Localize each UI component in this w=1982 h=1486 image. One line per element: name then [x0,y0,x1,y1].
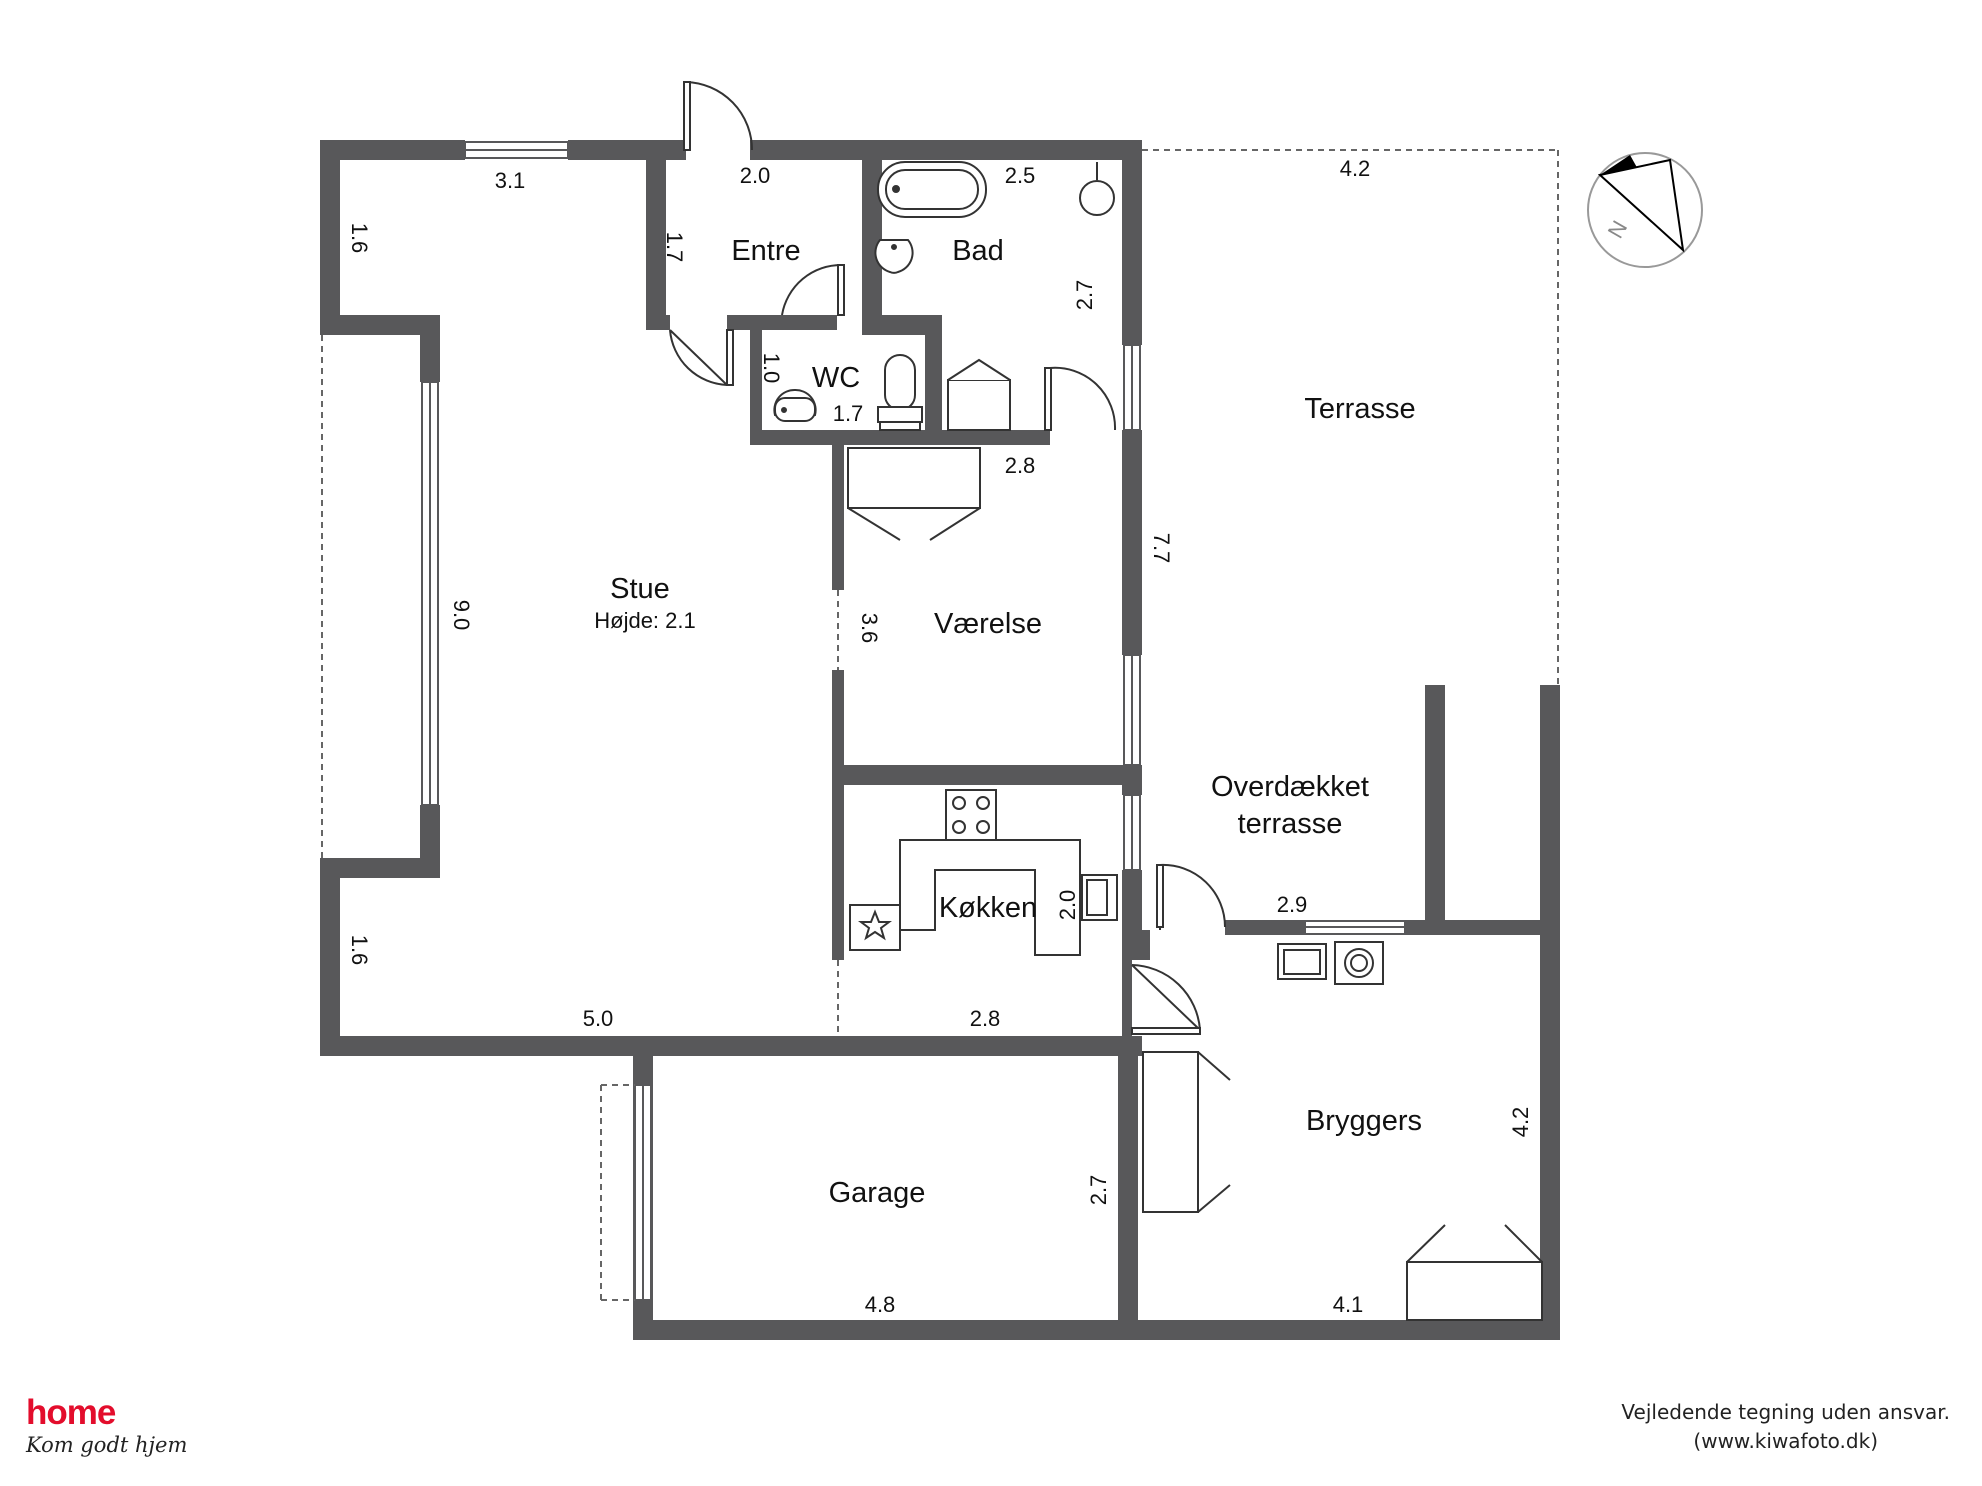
room-stue: Stue [610,573,670,605]
room-bryggers: Bryggers [1306,1105,1422,1137]
cabinet-icon [1406,1261,1543,1321]
room-labels: Stue Højde: 2.1 Entre Bad WC Værelse Køk… [594,235,1422,1209]
room-overdaekket-line1: Overdækket [1211,771,1369,803]
website-text: (www.kiwafoto.dk) [1693,1429,1878,1453]
dim-bad-side: 2.7 [1072,280,1097,311]
dim-wc-side: 1.0 [759,353,784,384]
kitchen-counter [899,839,1081,956]
disclaimer-note: Vejledende tegning uden ansvar. (www.kiw… [1621,1398,1950,1456]
dim-garage-side: 2.7 [1086,1175,1111,1206]
dim-vaerelse-side: 3.6 [857,613,882,644]
dim-stue-bottom: 5.0 [583,1006,614,1031]
dim-bryggers-bottom: 4.1 [1333,1292,1364,1317]
windows [421,141,1406,1301]
brand-logo: home Kom godt hjem [26,1393,188,1458]
wardrobe-icon [847,447,981,509]
room-vaerelse: Værelse [934,608,1042,640]
dashed-outlines [321,149,1559,1301]
dim-stue-left-window: 9.0 [449,600,474,631]
logo-wordmark: home [26,1393,116,1432]
room-koekken: Køkken [939,892,1037,924]
room-terrasse: Terrasse [1304,393,1415,425]
cabinet-icon [1142,1051,1199,1213]
shower-icon [1079,180,1115,216]
dim-garage-bottom: 4.8 [865,1292,896,1317]
dim-koekken-side: 2.0 [1055,890,1080,921]
dim-stue-top: 3.1 [495,168,526,193]
dim-koekken-bottom: 2.8 [970,1006,1001,1031]
dim-overdaekket-bottom: 2.9 [1277,892,1308,917]
walls [320,140,1560,1340]
room-overdaekket-line2: terrasse [1238,808,1343,840]
fixtures [773,161,1543,1321]
dim-wc-bottom: 1.7 [833,401,864,426]
dim-entre-side: 1.7 [662,232,687,263]
dim-terrasse-top: 4.2 [1340,156,1371,181]
dim-terrasse-side: 7.7 [1149,533,1174,564]
dim-vaerelse-top: 2.8 [1005,453,1036,478]
stove-icon [945,789,997,841]
dim-bryggers-side: 4.2 [1508,1107,1533,1138]
dimension-labels: 3.1 1.6 9.0 1.6 5.0 2.0 1.7 2.5 2.7 1.0 … [347,156,1533,1317]
sink-icon [874,239,914,274]
dim-stue-left-bottom: 1.6 [347,935,372,966]
dim-stue-left-top: 1.6 [347,223,372,254]
room-stue-height: Højde: 2.1 [594,608,696,633]
dim-bad-top: 2.5 [1005,163,1036,188]
wardrobe-icon [947,379,1011,431]
toilet-icon [884,354,916,411]
room-entre: Entre [731,235,800,267]
doors [669,81,1227,1035]
room-wc: WC [812,362,860,394]
room-garage: Garage [829,1177,926,1209]
disclaimer-text: Vejledende tegning uden ansvar. [1621,1400,1950,1424]
room-bad: Bad [952,235,1004,267]
dim-entre-top: 2.0 [740,163,771,188]
compass: N [1587,152,1703,268]
logo-slogan: Kom godt hjem [26,1433,188,1457]
